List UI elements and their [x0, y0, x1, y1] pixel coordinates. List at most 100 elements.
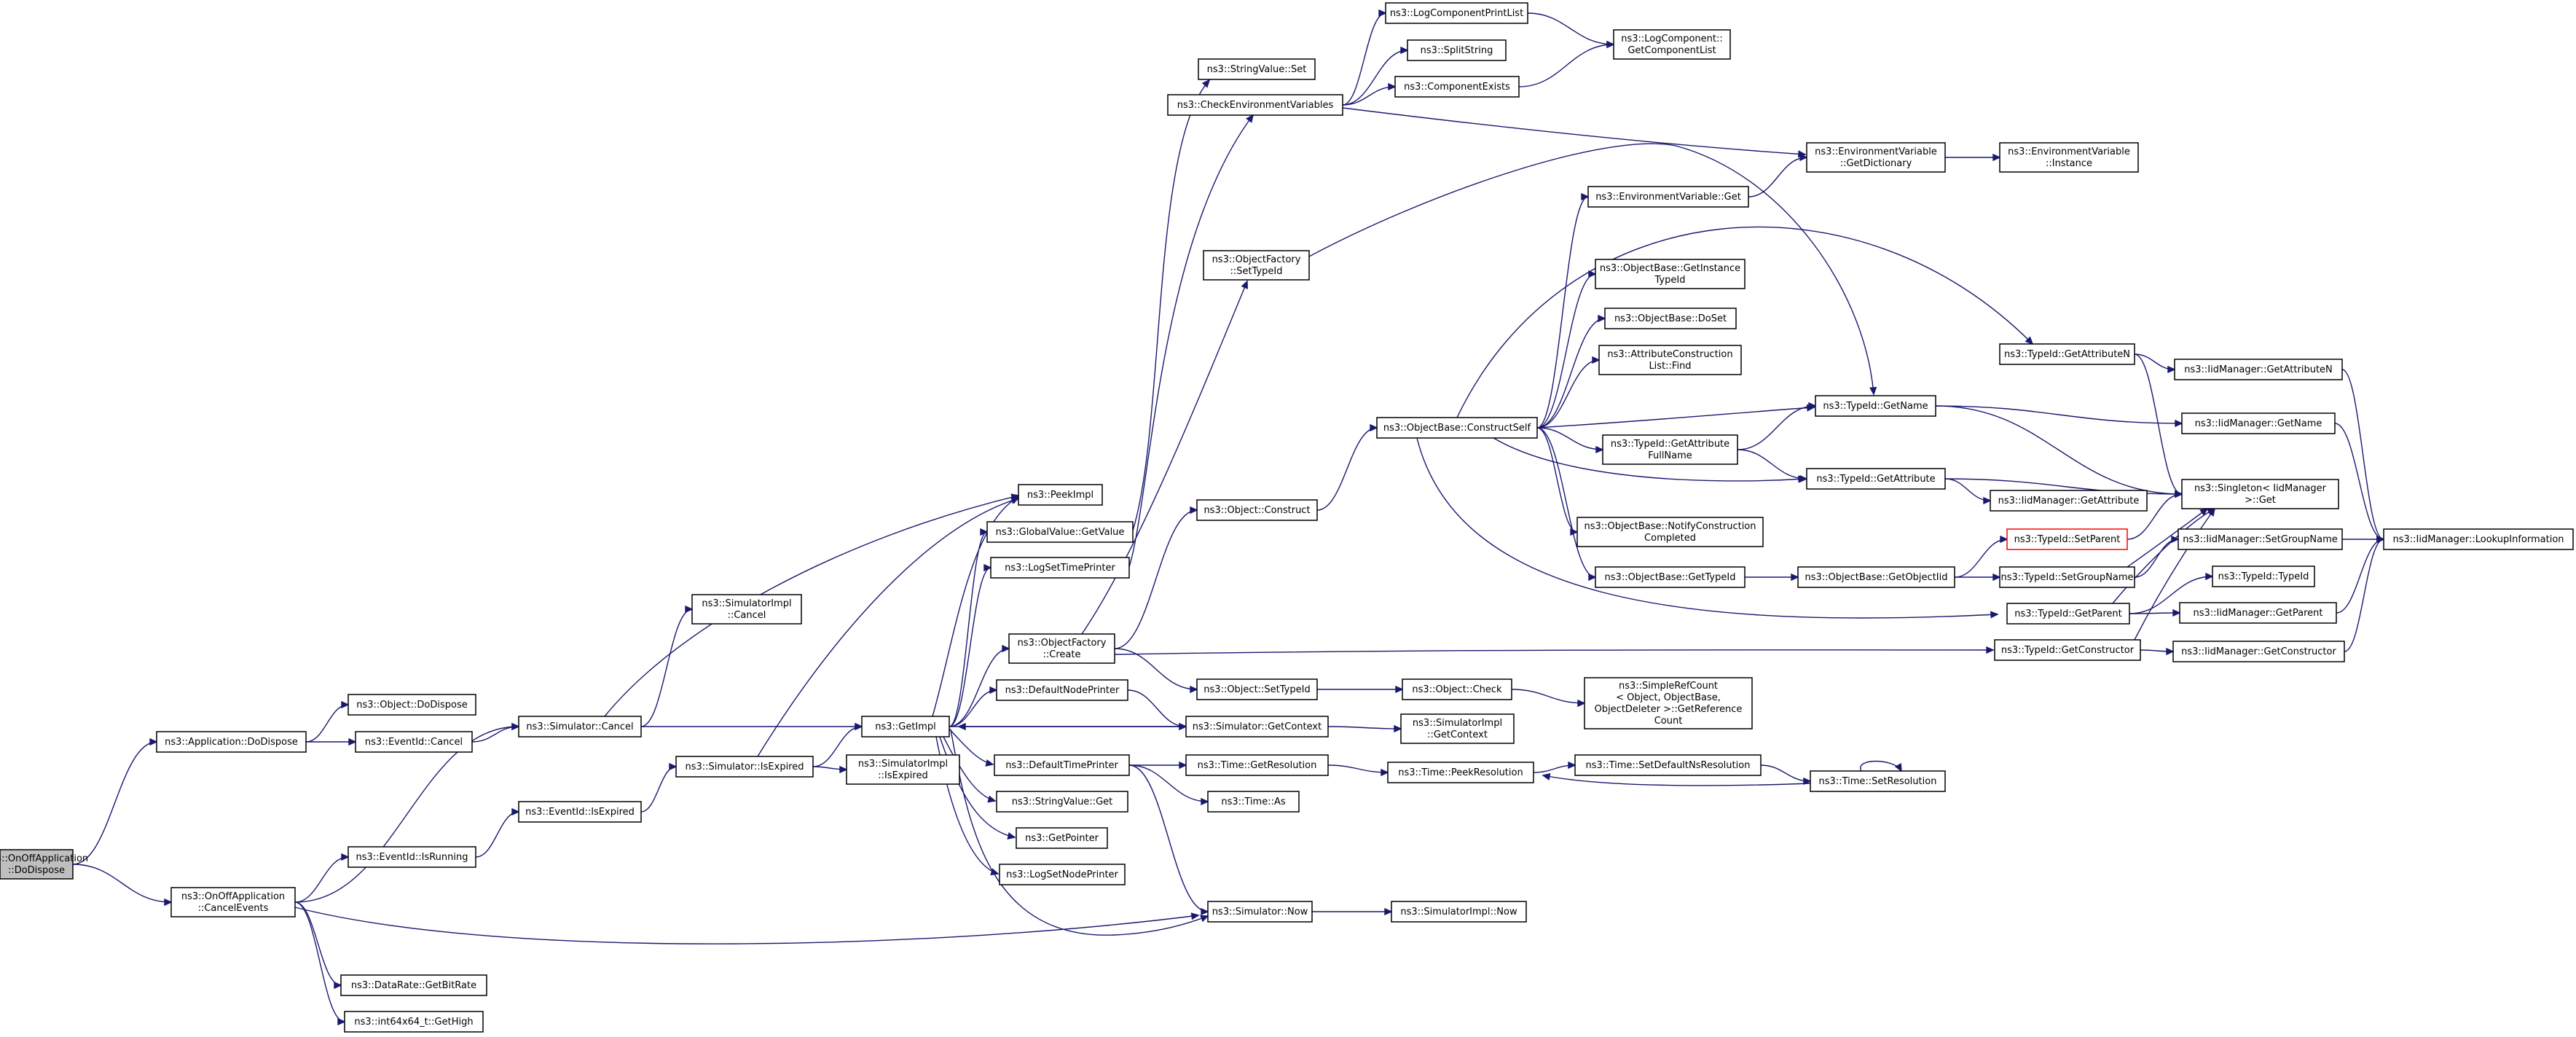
node-n39[interactable]: ns3::SimulatorImpl::Now	[1391, 901, 1527, 923]
node-n5[interactable]: ns3::EventId::IsRunning	[347, 846, 476, 868]
node-n22[interactable]: ns3::LogSetNodePrinter	[999, 864, 1126, 885]
node-n61[interactable]: ns3::TypeId::GetConstructor	[1994, 639, 2141, 661]
node-n52[interactable]: ns3::TypeId::GetAttribute	[1806, 468, 1946, 490]
node-label: ns3::Object::DoDispose	[356, 700, 467, 711]
edge-path	[757, 498, 1019, 757]
node-n1[interactable]: ns3::Application::DoDispose	[156, 731, 307, 753]
node-label: ns3::EventId::IsRunning	[356, 852, 468, 863]
edge-n53-n58	[1954, 535, 2008, 578]
arrowhead	[1592, 356, 1601, 364]
node-n25[interactable]: ns3::ObjectFactory::SetTypeId	[1203, 250, 1310, 281]
node-box	[2178, 528, 2343, 550]
edge-path	[1081, 281, 1248, 635]
node-n19[interactable]: ns3::DefaultTimePrinter	[994, 754, 1130, 776]
node-n29[interactable]: ns3::Time::GetResolution	[1185, 754, 1329, 776]
node-n50[interactable]: ns3::EnvironmentVariable::GetDictionary	[1806, 142, 1946, 173]
node-n12[interactable]: ns3::GetImpl	[861, 716, 950, 737]
node-n15[interactable]: ns3::GlobalValue::GetValue	[986, 521, 1134, 543]
node-n60[interactable]: ns3::TypeId::GetParent	[2006, 603, 2130, 625]
node-n3[interactable]: ns3::Object::DoDispose	[347, 694, 476, 716]
node-box	[1207, 791, 1300, 813]
node-n55[interactable]: ns3::EnvironmentVariable::Instance	[1999, 142, 2139, 173]
edge-n61-n64	[2134, 507, 2216, 641]
node-n47[interactable]: ns3::SimpleRefCount< Object, ObjectBase,…	[1584, 677, 1753, 729]
node-n34[interactable]: ns3::ComponentExists	[1394, 76, 1520, 98]
edge-path	[1132, 79, 1210, 531]
node-n64[interactable]: ns3::Singleton< IidManager>::Get	[2181, 479, 2339, 509]
node-n42[interactable]: ns3::ObjectBase::DoSet	[1604, 308, 1737, 329]
node-n13[interactable]: ns3::SimulatorImpl::IsExpired	[846, 754, 960, 785]
node-n48[interactable]: ns3::Time::SetDefaultNsResolution	[1574, 754, 1762, 776]
node-n27[interactable]: ns3::Object::SetTypeId	[1196, 678, 1318, 700]
node-n0[interactable]: ns3::OnOffApplication::DoDispose	[0, 849, 88, 880]
node-box	[1797, 566, 1955, 588]
node-n23[interactable]: ns3::StringValue::Set	[1198, 58, 1316, 80]
node-n36[interactable]: ns3::Object::Check	[1402, 678, 1512, 700]
node-n20[interactable]: ns3::StringValue::Get	[996, 791, 1128, 813]
node-label: ns3::ObjectBase::GetInstance	[1600, 263, 1740, 274]
node-n56[interactable]: ns3::TypeId::GetAttributeN	[1999, 343, 2135, 365]
edge-n17-n26	[1114, 506, 1198, 649]
arrowhead	[1992, 573, 2001, 582]
node-n17[interactable]: ns3::ObjectFactory::Create	[1008, 633, 1115, 664]
node-box	[518, 801, 642, 823]
node-n69[interactable]: ns3::IidManager::LookupInformation	[2383, 528, 2574, 550]
edge-path	[932, 496, 1019, 717]
node-n6[interactable]: ns3::DataRate::GetBitRate	[340, 974, 487, 996]
node-n40[interactable]: ns3::EnvironmentVariable::Get	[1587, 186, 1749, 208]
node-n26[interactable]: ns3::Object::Construct	[1196, 499, 1318, 521]
node-n68[interactable]: ns3::IidManager::GetConstructor	[2172, 641, 2345, 662]
node-n35[interactable]: ns3::ObjectBase::ConstructSelf	[1376, 417, 1538, 439]
arrowhead	[1803, 777, 1812, 786]
edge-path	[2129, 576, 2213, 614]
node-n11[interactable]: ns3::Simulator::IsExpired	[675, 756, 814, 778]
node-n46[interactable]: ns3::ObjectBase::GetTypeId	[1595, 566, 1746, 588]
node-n14[interactable]: ns3::PeekImpl	[1018, 484, 1103, 506]
node-n33[interactable]: ns3::SplitString	[1407, 39, 1507, 61]
node-label: ns3::OnOffApplication	[181, 891, 285, 902]
edge-n53-n59	[1954, 573, 2001, 582]
edge-n60-n64	[2112, 508, 2216, 604]
node-n18[interactable]: ns3::DefaultNodePrinter	[996, 679, 1128, 701]
node-n62[interactable]: ns3::IidManager::GetAttributeN	[2174, 359, 2343, 380]
node-n57[interactable]: ns3::IidManager::GetAttribute	[1990, 490, 2148, 512]
node-n37[interactable]: ns3::SimulatorImpl::GetContext	[1400, 713, 1515, 744]
node-box	[1016, 827, 1108, 849]
edge-n24-n33	[1342, 46, 1409, 106]
node-n45[interactable]: ns3::ObjectBase::NotifyConstructionCompl…	[1576, 517, 1764, 547]
node-n10[interactable]: ns3::SimulatorImpl::Cancel	[691, 594, 802, 625]
node-label: ns3::TypeId::GetAttribute	[1611, 439, 1729, 450]
node-n51[interactable]: ns3::TypeId::GetName	[1815, 395, 1936, 417]
node-n65[interactable]: ns3::IidManager::SetGroupName	[2178, 528, 2343, 550]
edge-n12-n20	[943, 736, 997, 803]
node-n24[interactable]: ns3::CheckEnvironmentVariables	[1167, 94, 1343, 116]
node-n59[interactable]: ns3::TypeId::SetGroupName	[1999, 566, 2135, 588]
node-n7[interactable]: ns3::int64x64_t::GetHigh	[344, 1011, 484, 1033]
node-n30[interactable]: ns3::Time::As	[1207, 791, 1300, 813]
node-n32[interactable]: ns3::LogComponentPrintList	[1385, 2, 1528, 24]
edge-path	[1860, 760, 1902, 772]
node-n63[interactable]: ns3::IidManager::GetName	[2181, 412, 2336, 434]
node-n9[interactable]: ns3::EventId::IsExpired	[518, 801, 642, 823]
node-n16[interactable]: ns3::LogSetTimePrinter	[990, 557, 1130, 579]
edge-path	[294, 901, 345, 1022]
node-n58[interactable]: ns3::TypeId::SetParent	[2006, 528, 2128, 550]
edge-n24-n50	[1342, 107, 1807, 158]
node-n31[interactable]: ns3::Simulator::Now	[1207, 901, 1313, 923]
node-n38[interactable]: ns3::Time::PeekResolution	[1387, 762, 1534, 783]
node-n49[interactable]: ns3::LogComponent::GetComponentList	[1613, 29, 1731, 60]
node-n54[interactable]: ns3::Time::SetResolution	[1810, 770, 1946, 792]
arrowhead	[1378, 9, 1387, 17]
node-n21[interactable]: ns3::GetPointer	[1016, 827, 1108, 849]
node-n2[interactable]: ns3::OnOffApplication::CancelEvents	[170, 887, 296, 917]
node-label: ns3::Time::As	[1221, 797, 1286, 807]
node-n53[interactable]: ns3::ObjectBase::GetObjectIid	[1797, 566, 1955, 588]
node-n67[interactable]: ns3::IidManager::GetParent	[2179, 602, 2337, 624]
node-n66[interactable]: ns3::TypeId::TypeId	[2212, 566, 2315, 587]
node-n8[interactable]: ns3::Simulator::Cancel	[518, 716, 642, 737]
node-n28[interactable]: ns3::Simulator::GetContext	[1185, 716, 1329, 737]
node-n4[interactable]: ns3::EventId::Cancel	[355, 731, 473, 753]
